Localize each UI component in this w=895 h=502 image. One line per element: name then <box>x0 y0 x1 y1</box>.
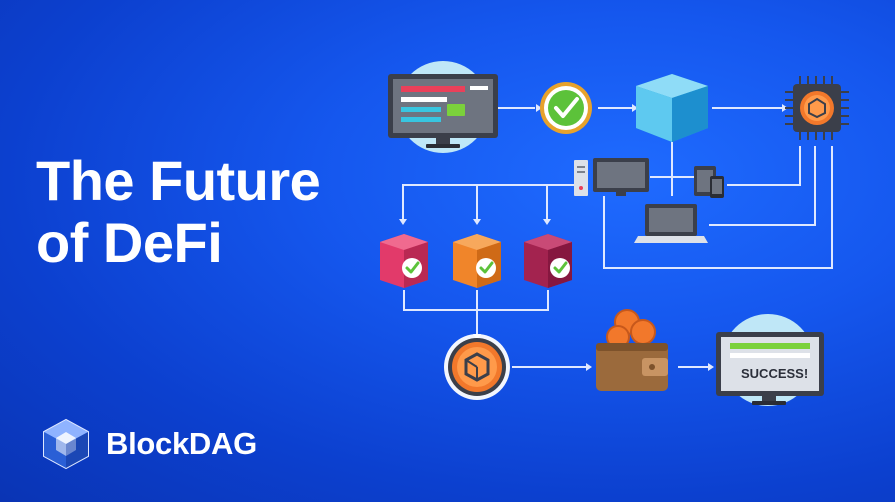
desktop-computer-icon <box>574 158 649 196</box>
monitor-form-icon <box>388 61 498 153</box>
wallet-coins-icon <box>596 309 668 391</box>
orange-block-check-icon <box>453 234 501 288</box>
blockdag-coin-icon <box>444 334 510 400</box>
brand: BlockDAG <box>38 416 257 472</box>
success-monitor-icon <box>716 314 824 406</box>
success-label: SUCCESS! <box>741 366 808 381</box>
headline-line-2: of DeFi <box>36 211 223 274</box>
chip-coin-icon <box>785 76 849 140</box>
maroon-block-check-icon <box>524 234 572 288</box>
laptop-icon <box>634 204 708 243</box>
cube-block-icon <box>636 74 708 142</box>
brand-name: BlockDAG <box>106 426 257 461</box>
tablet-phone-icon <box>694 166 724 198</box>
connector-lines <box>402 107 833 368</box>
blockdag-cube-logo-icon <box>43 418 89 470</box>
headline: The Future of DeFi <box>36 149 321 274</box>
red-block-check-icon <box>380 234 428 288</box>
headline-line-1: The Future <box>36 149 321 212</box>
check-badge-icon <box>540 82 592 134</box>
